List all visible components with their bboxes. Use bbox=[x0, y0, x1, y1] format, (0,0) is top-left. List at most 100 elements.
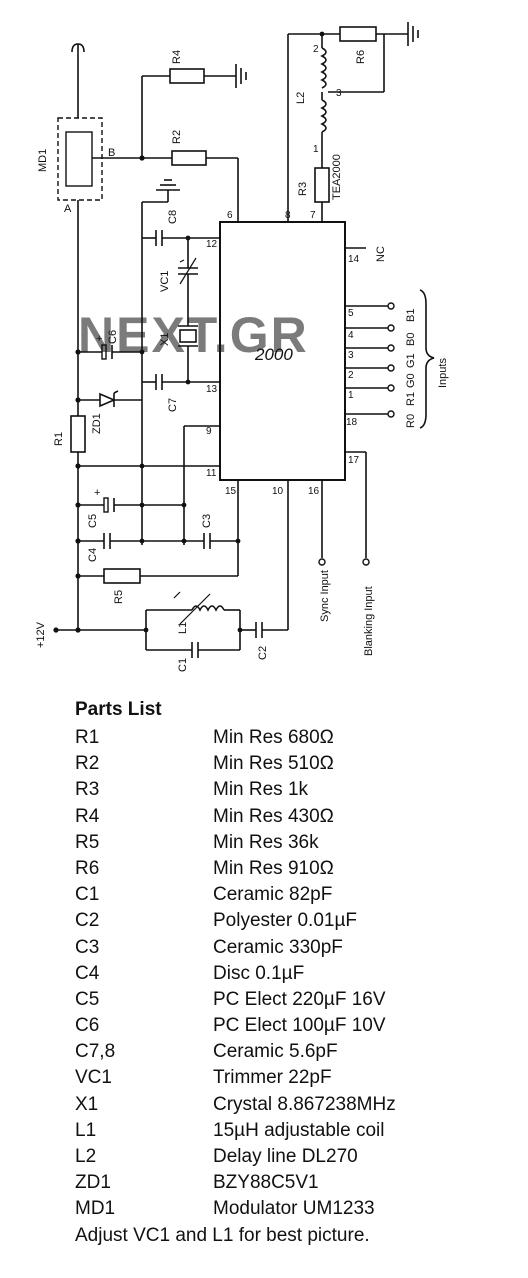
nc-label: NC bbox=[375, 246, 387, 262]
part-description: Min Res 680Ω bbox=[213, 727, 334, 748]
r5-resistor bbox=[103, 568, 141, 584]
zd1-label: ZD1 bbox=[91, 413, 103, 434]
part-ref: C3 bbox=[75, 936, 100, 958]
md1-modulator bbox=[57, 117, 103, 201]
vc1-trimmer bbox=[178, 257, 198, 285]
ground-r6 bbox=[407, 22, 419, 46]
ic-name: 2000 bbox=[254, 345, 293, 364]
parts-list-row: C6 PC Elect 100µF 10V bbox=[75, 1013, 515, 1039]
pin-12: 12 bbox=[206, 239, 218, 250]
md1-label: MD1 bbox=[37, 149, 49, 172]
pin-2: 2 bbox=[348, 370, 354, 381]
r2-resistor bbox=[171, 150, 207, 166]
pin-5: 5 bbox=[348, 308, 354, 319]
pin-16: 16 bbox=[308, 486, 320, 497]
input-r0: R0 bbox=[405, 414, 417, 428]
antenna-symbol bbox=[71, 43, 85, 118]
c1-capacitor bbox=[191, 642, 199, 658]
part-ref: R1 bbox=[75, 727, 100, 748]
input-b1: B1 bbox=[405, 309, 417, 322]
parts-list-row: X1 Crystal 8.867238MHz bbox=[75, 1092, 515, 1118]
md1-pin-b: B bbox=[108, 147, 115, 159]
md1-pin-a: A bbox=[64, 203, 72, 215]
r4-label: R4 bbox=[171, 50, 183, 64]
pin-3: 3 bbox=[348, 350, 354, 361]
x1-label: X1 bbox=[159, 333, 171, 346]
part-ref: VC1 bbox=[75, 1067, 112, 1089]
l1-label: L1 bbox=[177, 622, 189, 634]
part-description: 15µH adjustable coil bbox=[213, 1119, 385, 1141]
part-description: PC Elect 100µF 10V bbox=[213, 1015, 386, 1037]
part-ref: C4 bbox=[75, 962, 100, 984]
part-ref: R2 bbox=[75, 753, 100, 775]
part-ref: MD1 bbox=[75, 1198, 116, 1220]
c3-label: C3 bbox=[201, 514, 213, 528]
pin-4: 4 bbox=[348, 330, 354, 341]
input-g1: G1 bbox=[405, 353, 417, 368]
r2-label: R2 bbox=[171, 130, 183, 144]
part-description: Delay line DL270 bbox=[213, 1146, 358, 1167]
supply-label: +12V bbox=[35, 621, 47, 648]
watermark: NEXT.GR bbox=[78, 307, 309, 363]
c5-label: C5 bbox=[87, 514, 99, 528]
part-ref: R3 bbox=[75, 779, 100, 801]
part-ref: C1 bbox=[75, 884, 100, 906]
r1-label: R1 bbox=[53, 432, 65, 446]
part-description: BZY88C5V1 bbox=[213, 1172, 319, 1194]
part-description: Polyester 0.01µF bbox=[213, 910, 358, 932]
c6-label: C6 bbox=[107, 330, 119, 344]
r3-resistor bbox=[314, 167, 330, 203]
rgb-input-lines bbox=[345, 302, 395, 418]
c5-capacitor bbox=[103, 497, 115, 513]
c5-plus: + bbox=[94, 487, 100, 499]
pin-10: 10 bbox=[272, 486, 284, 497]
parts-list-row: VC1 Trimmer 22pF bbox=[75, 1065, 515, 1091]
part-ref: C6 bbox=[75, 1015, 100, 1037]
input-r1: R1 bbox=[405, 392, 417, 406]
vc1-label: VC1 bbox=[159, 271, 171, 292]
inputs-group-label: Inputs bbox=[437, 358, 449, 388]
l2-pin-1: 1 bbox=[313, 144, 319, 155]
part-ref: L2 bbox=[75, 1146, 97, 1167]
c4-label: C4 bbox=[87, 548, 99, 562]
ground-r4 bbox=[235, 64, 247, 88]
sync-input-label: Sync Input bbox=[319, 570, 331, 622]
pin-18: 18 bbox=[346, 417, 358, 428]
l2-pin-3: 3 bbox=[336, 88, 342, 99]
part-description: Crystal 8.867238MHz bbox=[213, 1093, 396, 1115]
part-ref: R6 bbox=[75, 857, 100, 879]
c2-capacitor bbox=[255, 622, 263, 638]
part-ref: R4 bbox=[75, 805, 100, 827]
parts-list-title: Parts List bbox=[75, 699, 162, 720]
part-ref: X1 bbox=[75, 1093, 99, 1115]
l2-pin-2: 2 bbox=[313, 44, 319, 55]
part-ref: L1 bbox=[75, 1119, 97, 1141]
input-b0: B0 bbox=[405, 333, 417, 346]
r3-label: R3 bbox=[297, 182, 309, 196]
part-ref: C5 bbox=[75, 988, 100, 1010]
part-description: Ceramic 82pF bbox=[213, 884, 333, 906]
pin-17: 17 bbox=[348, 455, 360, 466]
part-description: Trimmer 22pF bbox=[213, 1067, 332, 1089]
part-ref: ZD1 bbox=[75, 1172, 111, 1194]
part-ref: R5 bbox=[75, 831, 100, 853]
pin-14: 14 bbox=[348, 254, 360, 265]
c2-label: C2 bbox=[257, 646, 269, 660]
pin-15: 15 bbox=[225, 486, 237, 497]
r5-label: R5 bbox=[113, 590, 125, 604]
part-description: Ceramic 5.6pF bbox=[213, 1041, 338, 1063]
c7-label: C7 bbox=[167, 398, 179, 412]
part-description: Min Res 510Ω bbox=[213, 753, 334, 775]
pin-13: 13 bbox=[206, 384, 218, 395]
c7-capacitor bbox=[155, 374, 163, 390]
pin-11: 11 bbox=[206, 468, 217, 479]
parts-list-row: ZD1 BZY88C5V1 bbox=[75, 1170, 515, 1196]
